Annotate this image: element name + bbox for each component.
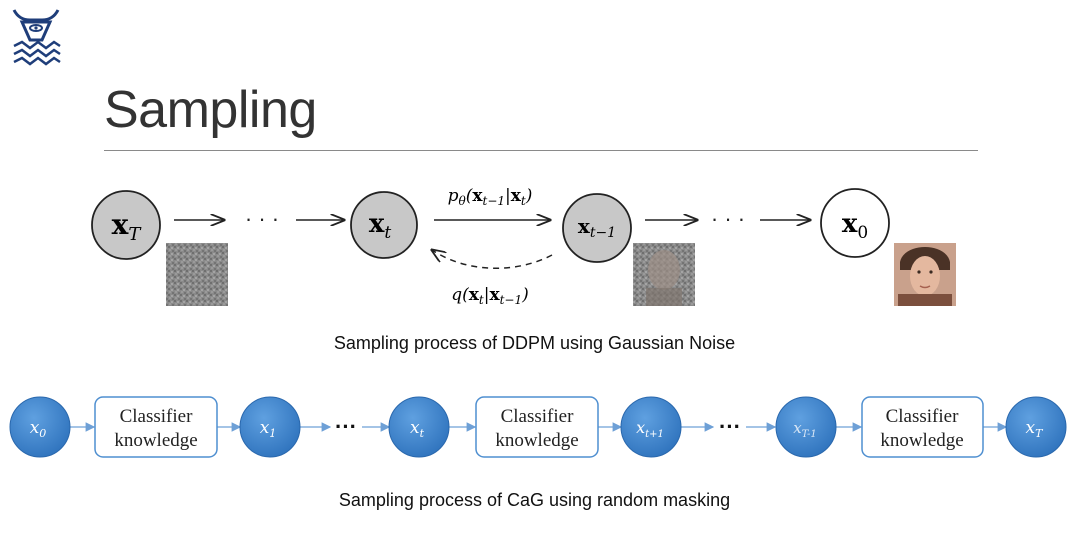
classifier-knowledge-box-1: Classifier knowledge (94, 396, 218, 458)
noisy-face-image (633, 243, 695, 306)
svg-text:Classifier: Classifier (120, 406, 193, 427)
ddpm-dots-1: · · · (245, 206, 279, 231)
cag-node-x1: x1 (239, 396, 301, 458)
cag-dots-2: ··· (719, 414, 741, 439)
slide-title: Sampling (104, 81, 317, 139)
ddpm-node-xt-1: xt−1 (562, 193, 632, 263)
classifier-knowledge-box-3: Classifier knowledge (861, 396, 984, 458)
svg-text:Classifier: Classifier (501, 406, 574, 427)
title-divider (104, 150, 978, 151)
face-image (894, 243, 956, 306)
ddpm-node-xt: xt (350, 191, 418, 259)
ddpm-diagram: xT xt xt−1 x0 · · · · · · pθ(xt−1|xt) q(… (91, 186, 956, 307)
cag-caption: Sampling process of CaG using random mas… (338, 490, 731, 510)
reverse-transition-label: q(xt|xt−1) (451, 285, 529, 307)
cag-node-xT-1: xT-1 (775, 396, 837, 458)
cag-dots-1: ··· (335, 414, 357, 439)
ddpm-caption: Sampling process of DDPM using Gaussian … (333, 333, 736, 353)
cag-node-x0: x0 (9, 396, 71, 458)
ddpm-node-x0: x0 (820, 188, 890, 258)
ddpm-dots-2: · · · (711, 206, 745, 231)
svg-text:knowledge: knowledge (880, 430, 963, 451)
cag-node-xt+1: xt+1 (620, 396, 682, 458)
svg-text:knowledge: knowledge (495, 430, 578, 451)
classifier-knowledge-box-2: Classifier knowledge (475, 396, 599, 458)
cag-diagram: ··· ··· x0 x1 xt xt+1 xT-1 xT Classifier… (9, 396, 1067, 458)
forward-transition-label: pθ(xt−1|xt) (448, 186, 533, 208)
ddpm-node-xT: xT (91, 190, 161, 260)
university-logo-icon (12, 9, 61, 66)
cag-node-xt: xt (388, 396, 450, 458)
pure-noise-image (166, 243, 228, 306)
cag-node-xT: xT (1005, 396, 1067, 458)
svg-text:Classifier: Classifier (886, 406, 959, 427)
svg-text:knowledge: knowledge (114, 430, 197, 451)
